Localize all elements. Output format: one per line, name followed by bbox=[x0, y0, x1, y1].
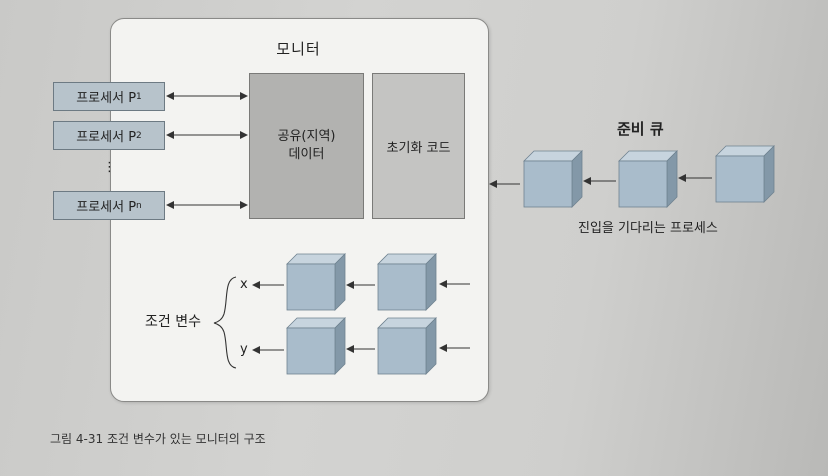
process-label: 프로세서 P bbox=[76, 200, 137, 215]
condition-x-cube bbox=[377, 253, 437, 311]
process-label: 프로세서 P bbox=[76, 130, 137, 145]
condition-brace bbox=[213, 276, 237, 369]
process-subscript: 1 bbox=[136, 91, 142, 102]
process-subscript: n bbox=[136, 200, 142, 211]
shared-data-box: 공유(지역) 데이터 bbox=[249, 73, 364, 219]
shared-data-line1: 공유(지역) bbox=[277, 129, 336, 144]
condition-var-y: y bbox=[240, 342, 248, 357]
ready-queue-cube bbox=[618, 150, 678, 208]
shared-data-line2: 데이터 bbox=[288, 147, 325, 162]
monitor-title: 모니터 bbox=[276, 40, 321, 58]
condition-y-cube bbox=[377, 317, 437, 375]
condition-x-cube bbox=[286, 253, 346, 311]
condition-y-cube bbox=[286, 317, 346, 375]
init-code-label: 초기화 코드 bbox=[386, 140, 451, 156]
process-subscript: 2 bbox=[136, 130, 142, 141]
figure-caption: 그림 4-31 조건 변수가 있는 모니터의 구조 bbox=[50, 432, 266, 446]
process-ellipsis: ⋮ bbox=[103, 160, 116, 175]
ready-queue-caption: 진입을 기다리는 프로세스 bbox=[578, 221, 718, 236]
ready-queue-cube bbox=[523, 150, 583, 208]
init-code-box: 초기화 코드 bbox=[372, 73, 465, 219]
ready-queue-title: 준비 큐 bbox=[617, 120, 664, 138]
process-label: 프로세서 P bbox=[76, 91, 137, 106]
ready-queue-cube bbox=[715, 145, 775, 203]
condition-vars-label: 조건 변수 bbox=[145, 314, 201, 330]
condition-var-x: x bbox=[240, 277, 248, 292]
